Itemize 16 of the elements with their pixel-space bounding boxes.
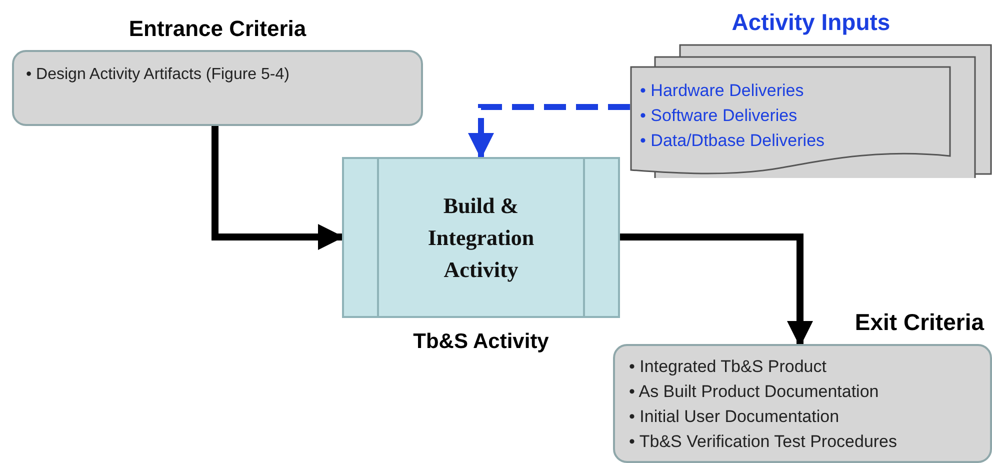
- bullet-text: • Hardware Deliveries: [640, 80, 805, 102]
- heading: Exit Criteria: [854, 308, 984, 337]
- bullet-text: • Software Deliveries: [640, 105, 798, 127]
- process-label: Build & Integration Activity: [426, 192, 536, 284]
- bullet-text: • As Built Product Documentation: [629, 381, 880, 403]
- arrow: [212, 126, 344, 250]
- bullet-text: • Integrated Tb&S Product: [629, 356, 828, 378]
- bullet-text: • Design Activity Artifacts (Figure 5-4): [26, 65, 290, 85]
- heading: Entrance Criteria: [128, 15, 308, 43]
- arrow: [620, 234, 813, 347]
- arrow: [468, 104, 630, 159]
- bullet-text: • Tb&S Verification Test Procedures: [629, 431, 898, 453]
- bullet-text: • Data/Dtbase Deliveries: [640, 130, 825, 152]
- bullet-text: • Initial User Documentation: [629, 406, 840, 428]
- heading: Activity Inputs: [730, 8, 892, 37]
- node-label: Tb&S Activity: [412, 329, 550, 355]
